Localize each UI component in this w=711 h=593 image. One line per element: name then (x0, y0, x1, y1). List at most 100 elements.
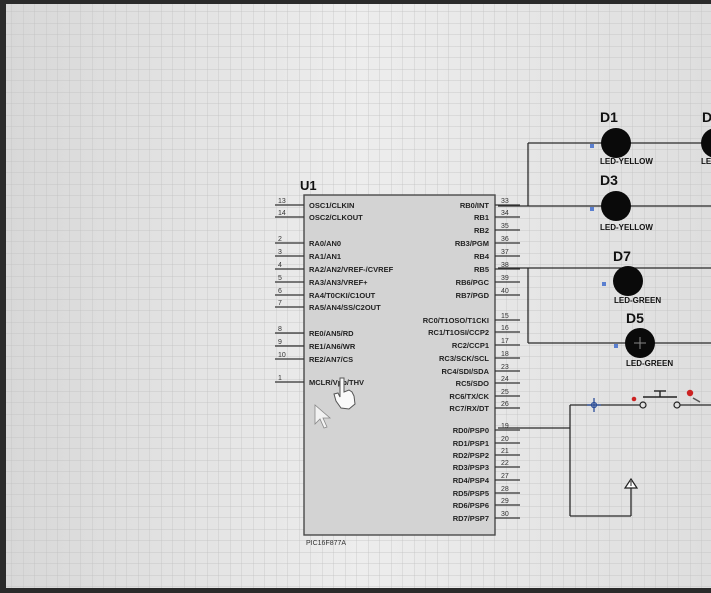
left-pin[interactable]: 9 RE1/AN6/WR (275, 339, 356, 351)
led-layer: D1LED-YELLOWD3LED-YELLOWD7LED-GREEND5LED… (590, 109, 711, 368)
pin-name: RA3/AN3/VREF+ (309, 278, 368, 287)
pin-number: 35 (501, 223, 509, 230)
right-pin[interactable]: 35 RB2 (474, 223, 520, 235)
pin-name: RB0/INT (460, 201, 490, 210)
screen-bezel-bottom (0, 588, 711, 593)
power-terminal-icon[interactable] (623, 477, 639, 489)
right-pin[interactable]: 30 RD7/PSP7 (453, 511, 520, 523)
led-ref-label: D1 (600, 109, 618, 125)
right-pin[interactable]: 34 RB1 (474, 210, 520, 222)
pin-name: RC4/SDI/SDA (441, 367, 489, 376)
pin-number: 34 (501, 210, 509, 217)
pin-name: RB4 (474, 252, 490, 261)
left-pin[interactable]: 5 RA3/AN3/VREF+ (275, 275, 368, 287)
pin-name: RD5/PSP5 (453, 489, 489, 498)
pin-number: 28 (501, 486, 509, 493)
pin-name: RC7/RX/DT (449, 404, 489, 413)
chip-ref-label: U1 (300, 178, 317, 193)
led-partial[interactable]: DLE (701, 109, 711, 166)
pin-number: 24 (501, 376, 509, 383)
pin-number: 9 (278, 339, 282, 346)
pin-name: RC6/TX/CK (449, 392, 489, 401)
pin-name: RB7/PGD (456, 291, 490, 300)
pin-name: MCLR/Vpp/THV (309, 378, 364, 387)
pin-name: RE0/AN5/RD (309, 329, 354, 338)
right-pin[interactable]: 25 RC6/TX/CK (449, 389, 520, 401)
crosshair-cursor-icon (587, 398, 601, 412)
pin-number: 20 (501, 436, 509, 443)
pin-name: RC0/T1OSO/T1CKI (423, 316, 489, 325)
pin-name: RD3/PSP3 (453, 463, 489, 472)
pin-name: RE1/AN6/WR (309, 342, 356, 351)
chip-body (303, 194, 496, 536)
pin-number: 30 (501, 511, 509, 518)
pin-number: 13 (278, 198, 286, 205)
right-pin[interactable]: 26 RC7/RX/DT (449, 401, 520, 413)
pin-number: 39 (501, 275, 509, 282)
pin-name: RA0/AN0 (309, 239, 341, 248)
right-pin[interactable]: 24 RC5/SDO (456, 376, 520, 388)
pin-number: 15 (501, 313, 509, 320)
pin-name: RD0/PSP0 (453, 426, 489, 435)
hand-cursor-icon (333, 377, 356, 410)
pin-number: 8 (278, 326, 282, 333)
pin-number: 5 (278, 275, 282, 282)
pin-name: RC5/SDO (456, 379, 490, 388)
right-pin[interactable]: 33 RB0/INT (460, 198, 520, 210)
pin-number: 14 (278, 210, 286, 217)
led-type-label: LED-YELLOW (600, 157, 653, 166)
pin-name: RA5/AN4/SS/C2OUT (309, 303, 381, 312)
right-pin[interactable]: 23 RC4/SDI/SDA (441, 364, 520, 376)
pin-number: 16 (501, 325, 509, 332)
pin-number: 3 (278, 249, 282, 256)
pin-number: 6 (278, 288, 282, 295)
push-button[interactable] (639, 390, 681, 409)
pin-name: RD7/PSP7 (453, 514, 489, 523)
pin-name: RA2/AN2/VREF-/CVREF (309, 265, 394, 274)
pin-number: 23 (501, 364, 509, 371)
led-ref-label: D3 (600, 172, 618, 188)
left-pin[interactable]: 8 RE0/AN5/RD (275, 326, 354, 338)
pin-number: 25 (501, 389, 509, 396)
pin-name: RB2 (474, 226, 489, 235)
pin-number: 26 (501, 401, 509, 408)
pin-number: 33 (501, 198, 509, 205)
right-pin[interactable]: 28 RD5/PSP5 (453, 486, 520, 498)
pin-number: 21 (501, 448, 509, 455)
screen-bezel-left (0, 0, 6, 593)
pin-number: 7 (278, 300, 282, 307)
right-pin[interactable]: 15 RC0/T1OSO/T1CKI (423, 313, 520, 325)
left-pin[interactable]: 7 RA5/AN4/SS/C2OUT (275, 300, 381, 312)
pin-name: RB1 (474, 213, 489, 222)
screen-bezel-top (0, 0, 711, 4)
pin-number: 10 (278, 352, 286, 359)
